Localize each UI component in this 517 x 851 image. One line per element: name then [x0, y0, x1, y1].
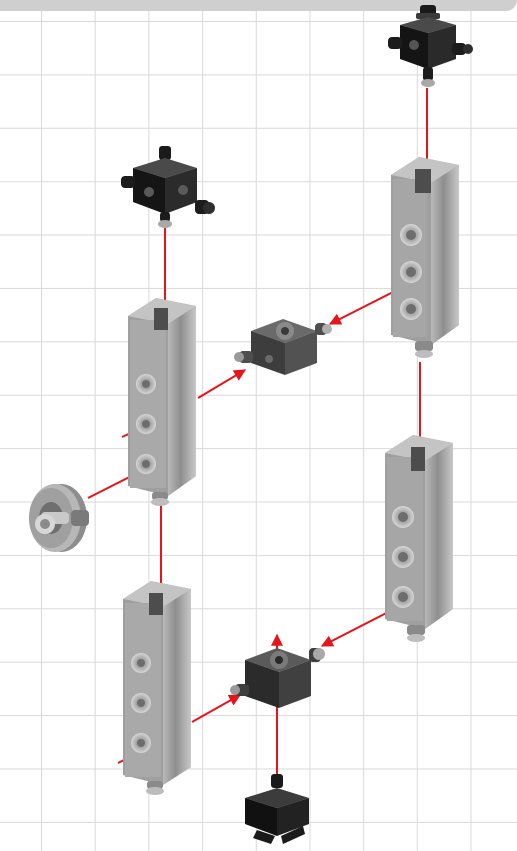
- arrow-from-bottom-beam: [191, 694, 242, 723]
- gray-cube-bottom: [230, 648, 325, 708]
- top-scrollbar[interactable]: [0, 0, 517, 11]
- gray-beam-right-bottom: [385, 435, 453, 642]
- gray-beam-left-bottom: [123, 581, 191, 795]
- gray-beam-left-top: [128, 298, 196, 506]
- black-cube-top-right: [388, 5, 473, 87]
- gray-beam-right-top: [391, 157, 459, 358]
- gray-cube-center: [234, 319, 332, 375]
- arrow-from-left-beam: [197, 369, 247, 399]
- pulley-wheel: [29, 484, 89, 552]
- black-cube-top-left: [121, 146, 215, 228]
- black-corner-connector: [245, 774, 309, 844]
